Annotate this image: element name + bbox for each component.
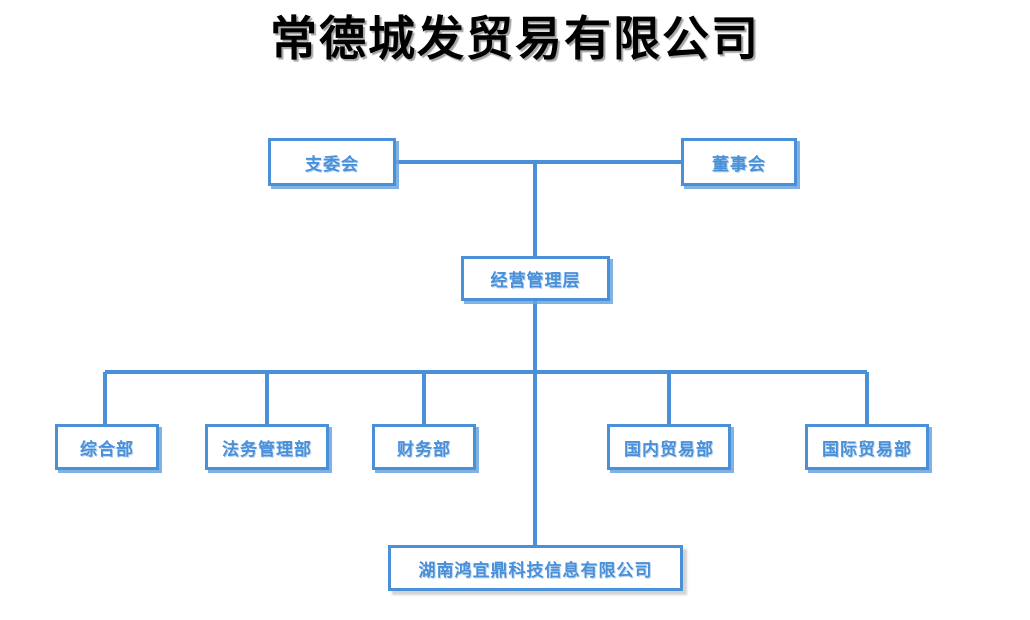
node-general-department[interactable]: 综合部	[55, 424, 159, 470]
node-domestic-trade-department[interactable]: 国内贸易部	[607, 424, 731, 470]
node-label: 湖南鸿宜鼎科技信息有限公司	[418, 560, 653, 580]
node-label: 经营管理层	[490, 271, 581, 290]
node-label: 董事会	[712, 154, 766, 174]
node-label: 法务管理部	[222, 439, 312, 459]
node-label: 国内贸易部	[624, 439, 714, 459]
node-subsidiary-company[interactable]: 湖南鸿宜鼎科技信息有限公司	[388, 545, 683, 591]
node-label: 财务部	[397, 439, 451, 459]
node-legal-department[interactable]: 法务管理部	[205, 424, 329, 470]
node-party-committee[interactable]: 支委会	[268, 138, 396, 186]
node-management-layer[interactable]: 经营管理层	[461, 256, 610, 301]
node-label: 国际贸易部	[822, 439, 912, 459]
node-label: 支委会	[305, 154, 359, 174]
node-board-of-directors[interactable]: 董事会	[681, 138, 797, 186]
node-international-trade-department[interactable]: 国际贸易部	[805, 424, 929, 470]
page-title: 常德城发贸易有限公司	[270, 14, 760, 66]
node-label: 综合部	[80, 439, 134, 459]
node-finance-department[interactable]: 财务部	[372, 424, 476, 470]
